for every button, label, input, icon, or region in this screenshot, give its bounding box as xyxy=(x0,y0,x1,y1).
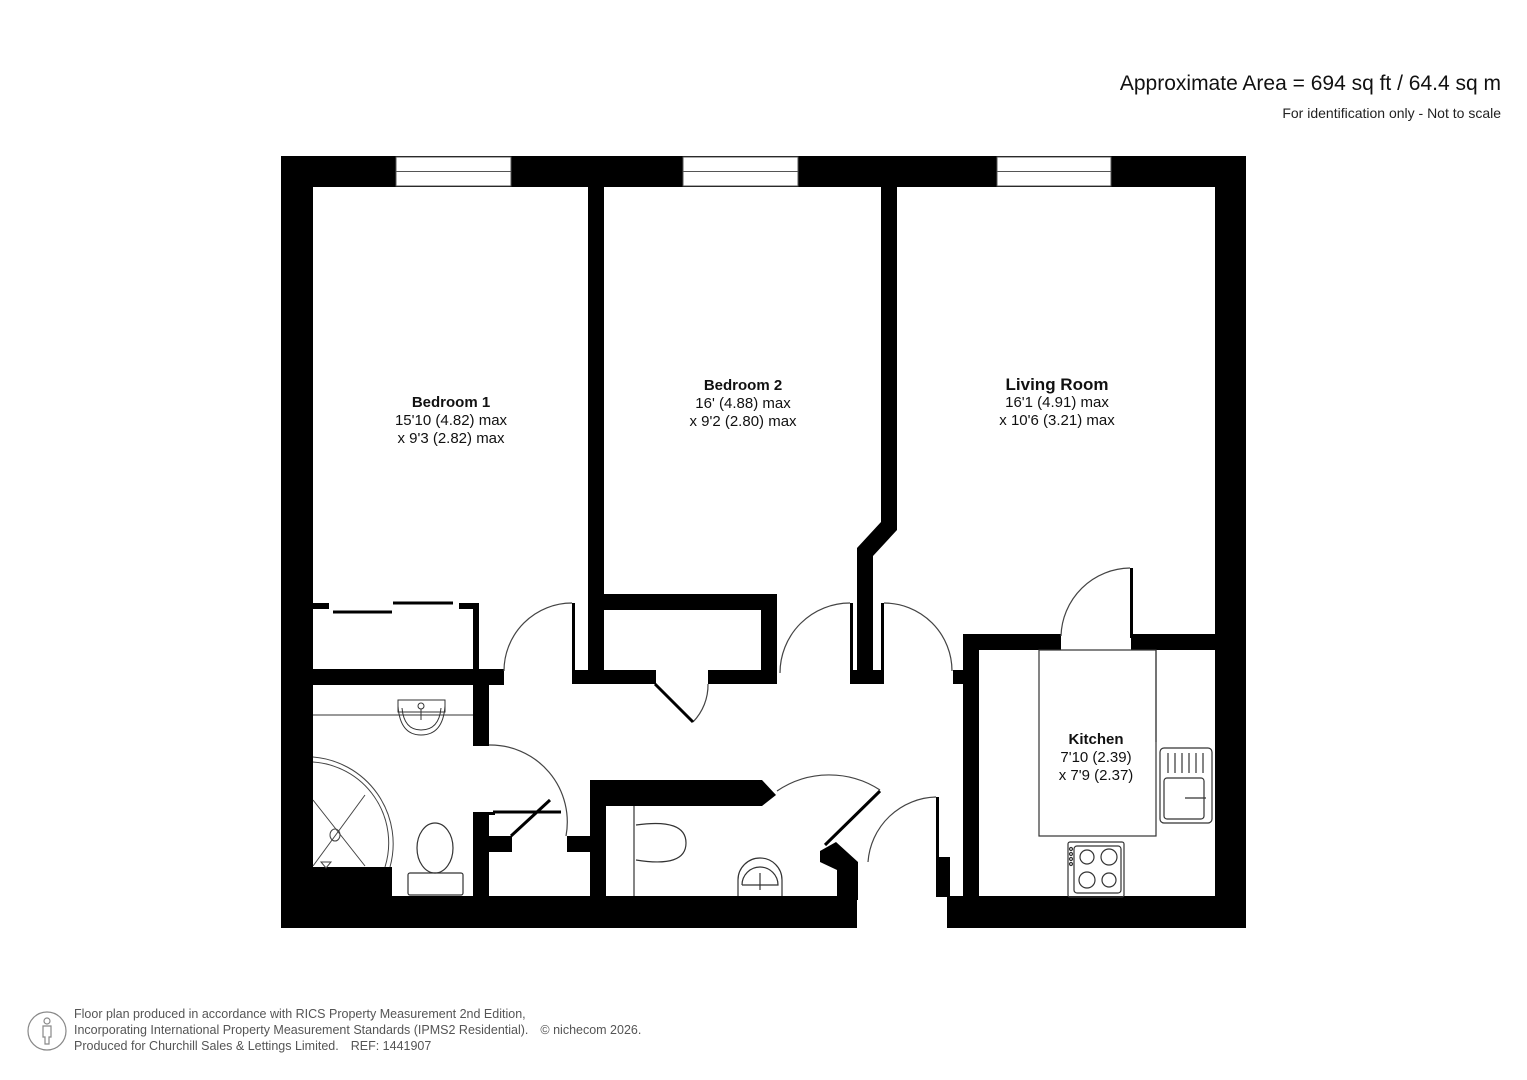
shower xyxy=(312,756,394,869)
door-swings xyxy=(488,567,1131,863)
outer-walls xyxy=(281,156,1246,928)
footer-line-2: Incorporating International Property Mea… xyxy=(74,1023,529,1037)
room-dimension: 15'10 (4.82) max xyxy=(394,412,508,429)
wc-fixtures xyxy=(633,806,783,896)
scale-disclaimer: For identification only - Not to scale xyxy=(1282,105,1501,121)
room-dimension: 16'1 (4.91) max xyxy=(1005,394,1109,411)
footer-line-3: Produced for Churchill Sales & Lettings … xyxy=(74,1039,339,1053)
room-name: Bedroom 1 xyxy=(411,394,491,411)
room-dimension: x 9'2 (2.80) max xyxy=(689,413,797,430)
room-dimension: x 7'9 (2.37) xyxy=(1058,767,1134,784)
footer-credits: Floor plan produced in accordance with R… xyxy=(74,1006,641,1054)
person-icon xyxy=(27,1011,67,1051)
room-kitchen: Kitchen 7'10 (2.39) x 7'9 (2.37) xyxy=(1059,731,1134,785)
door-leaves xyxy=(493,682,882,847)
bathroom-basin xyxy=(313,699,473,736)
reference-number: REF: 1441907 xyxy=(350,1039,432,1053)
room-bedroom-2: Bedroom 2 16' (4.88) max x 9'2 (2.80) ma… xyxy=(689,377,796,431)
room-dimension: x 10'6 (3.21) max xyxy=(999,412,1115,429)
room-dimension: 16' (4.88) max xyxy=(695,395,791,412)
internal-walls xyxy=(313,187,1215,902)
windows xyxy=(395,156,1112,187)
room-dimension: x 9'3 (2.82) max xyxy=(397,430,505,447)
room-name: Living Room xyxy=(1005,375,1109,394)
room-living-room: Living Room 16'1 (4.91) max x 10'6 (3.21… xyxy=(999,376,1114,430)
kitchen-units xyxy=(1038,649,1213,898)
approximate-area: Approximate Area = 694 sq ft / 64.4 sq m xyxy=(1119,72,1501,95)
bathroom-toilet xyxy=(407,822,464,896)
copyright: © nichecom 2026. xyxy=(540,1023,642,1037)
room-bedroom-1: Bedroom 1 15'10 (4.82) max x 9'3 (2.82) … xyxy=(395,394,507,448)
room-name: Kitchen xyxy=(1068,731,1124,748)
footer-line-1: Floor plan produced in accordance with R… xyxy=(74,1007,526,1021)
room-name: Bedroom 2 xyxy=(703,377,783,394)
room-dimension: 7'10 (2.39) xyxy=(1060,749,1132,766)
wardrobe-doors xyxy=(333,601,453,614)
